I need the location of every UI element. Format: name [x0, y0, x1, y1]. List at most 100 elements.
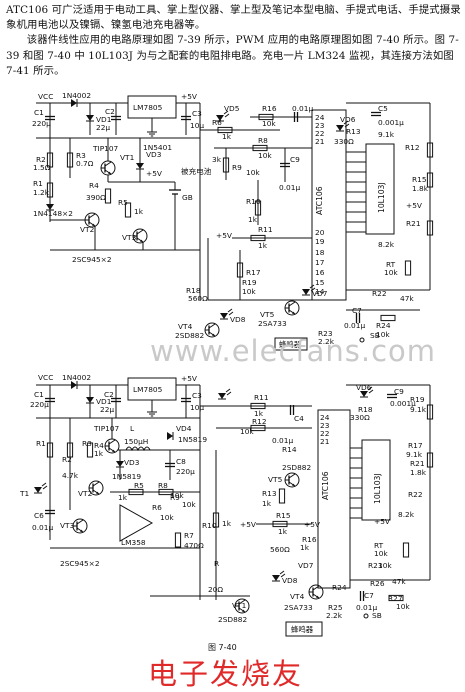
- vd4-label: VD4: [176, 424, 192, 433]
- pin-label: 21: [315, 137, 325, 146]
- c3-label: C3: [192, 391, 202, 400]
- pin-label: 19: [315, 237, 325, 246]
- vd3-type: 1N5401: [143, 143, 172, 152]
- pin-label: 20: [315, 228, 325, 237]
- r19-value: 9.1k: [410, 405, 427, 414]
- r18-value: 560Ω: [188, 294, 208, 303]
- r1-label: R1: [36, 439, 46, 448]
- r11-label: R11: [258, 225, 273, 234]
- pin-label: 15: [315, 278, 325, 287]
- inductor-value: 150μH: [124, 437, 148, 446]
- vcc-label: VCC: [38, 92, 53, 101]
- sb-label: SB: [372, 611, 382, 620]
- r12-value: 10k: [240, 427, 254, 436]
- c1-value: 220μ: [32, 119, 51, 128]
- p5v-c-label: +5V: [304, 520, 320, 529]
- inductor-l: [125, 446, 151, 452]
- r7-value: 470Ω: [184, 541, 204, 550]
- r26-value: 47k: [392, 577, 406, 586]
- vd7-label: VD7: [298, 561, 314, 570]
- r10-value: 1k: [222, 519, 232, 528]
- c3-value: 10μ: [190, 403, 204, 412]
- input-diode-label: 1N4002: [62, 91, 91, 100]
- pin-label: 21: [320, 437, 330, 446]
- r10-value: 1k: [248, 215, 258, 224]
- rnet-label: 10L103J: [377, 182, 386, 213]
- r1-label: R1: [33, 179, 43, 188]
- r21-label: R21: [410, 459, 425, 468]
- c4-value: 0.01μ: [272, 436, 293, 445]
- pin-label: 24: [315, 113, 325, 122]
- vt5-type: 2SD882: [282, 463, 311, 472]
- pin-label: 22: [315, 129, 324, 138]
- tip107-label: TIP107: [93, 424, 120, 433]
- r18-value: 330Ω: [350, 413, 370, 422]
- lm358-label: LM358: [121, 538, 146, 547]
- r6-label: R6: [152, 503, 162, 512]
- r25-label: R25: [328, 603, 343, 612]
- r4-value: 390Ω: [86, 193, 106, 202]
- r15-value: 1k: [278, 527, 288, 536]
- vd7-label: VD7: [312, 289, 328, 298]
- r11-value: 1k: [254, 409, 264, 418]
- rail-5v-label: +5V: [181, 374, 197, 383]
- pin-label: 16: [315, 268, 325, 277]
- intro-paragraph-1: ATC106 可广泛适用于电动工具、掌上型仪器、掌上型及笔记本型电脑、手提式电话…: [6, 4, 461, 32]
- c7-value: 0.01μ: [344, 321, 365, 330]
- pin-label: 24: [320, 413, 330, 422]
- vt1-type: 2SD882: [218, 615, 247, 624]
- gb-label: GB: [182, 193, 193, 202]
- r26-label: R26: [370, 579, 385, 588]
- switch-sb-bottom: [363, 613, 369, 619]
- r8-label: R8: [258, 136, 268, 145]
- tip107-label: TIP107: [92, 144, 119, 153]
- r2-value: 1.5Ω: [33, 163, 51, 172]
- c7-label: C7: [352, 306, 362, 315]
- vd3-type: 1N5819: [112, 472, 141, 481]
- c5-label: C5: [378, 104, 388, 113]
- r11-value: 1k: [258, 241, 268, 250]
- p5v-b-label: +5V: [240, 520, 256, 529]
- regulator-label: LM7805: [133, 385, 163, 394]
- atc106-chip-bottom: [317, 409, 351, 589]
- r14-label: R14: [282, 445, 297, 454]
- r8-value: 10k: [170, 491, 184, 500]
- p5v-d-label: +5V: [406, 201, 422, 210]
- r3-label: R3: [82, 439, 92, 448]
- vt4-type: 2SD882: [175, 331, 204, 340]
- r9-label: R9: [232, 163, 242, 172]
- vt5-label: VT5: [268, 475, 283, 484]
- schematic-top: VCC 1N4002 LM7805 +5V C1 220μ VD1 C2 22μ…: [32, 91, 434, 351]
- r22-label: R22: [372, 289, 387, 298]
- pin-label: 23: [320, 421, 330, 430]
- pin-label: 18: [315, 248, 325, 257]
- sc945-label: 2SC945×2: [60, 559, 100, 568]
- r15-label: R15: [276, 511, 291, 520]
- pin-label: 17: [315, 258, 325, 267]
- c2-label: C2: [104, 390, 114, 399]
- r13-value: 1k: [262, 499, 272, 508]
- t1-label: T1: [19, 489, 30, 498]
- r5-value: 1k: [134, 207, 144, 216]
- r25-value: 2.2k: [326, 611, 343, 620]
- rt-label: RT: [374, 541, 384, 550]
- vt2-label: VT2: [78, 489, 92, 498]
- r10-label: R10: [202, 521, 217, 530]
- r22-value: 8.2k: [398, 510, 415, 519]
- chip-pin-labels-bottom: 24 23 22 21: [320, 413, 330, 446]
- vt2-label: VT2: [80, 225, 94, 234]
- vt1-label: VT1: [232, 601, 247, 610]
- r9-value: 10k: [182, 500, 196, 509]
- r24-value: 560Ω: [270, 545, 290, 554]
- vd3-label: VD3: [124, 458, 140, 467]
- switch-sb-top: [359, 337, 365, 343]
- r17-label: R17: [408, 441, 423, 450]
- vd3-label: VD3: [146, 150, 162, 159]
- r5-label: R5: [134, 481, 144, 490]
- p5v-d-label: +5V: [374, 517, 390, 526]
- r15-label: R15: [412, 175, 427, 184]
- r13-label: R13: [346, 127, 361, 136]
- r3-label: R3: [76, 151, 86, 160]
- c4-value: 0.01μ: [292, 104, 313, 113]
- vd1-label: VD1: [96, 397, 112, 406]
